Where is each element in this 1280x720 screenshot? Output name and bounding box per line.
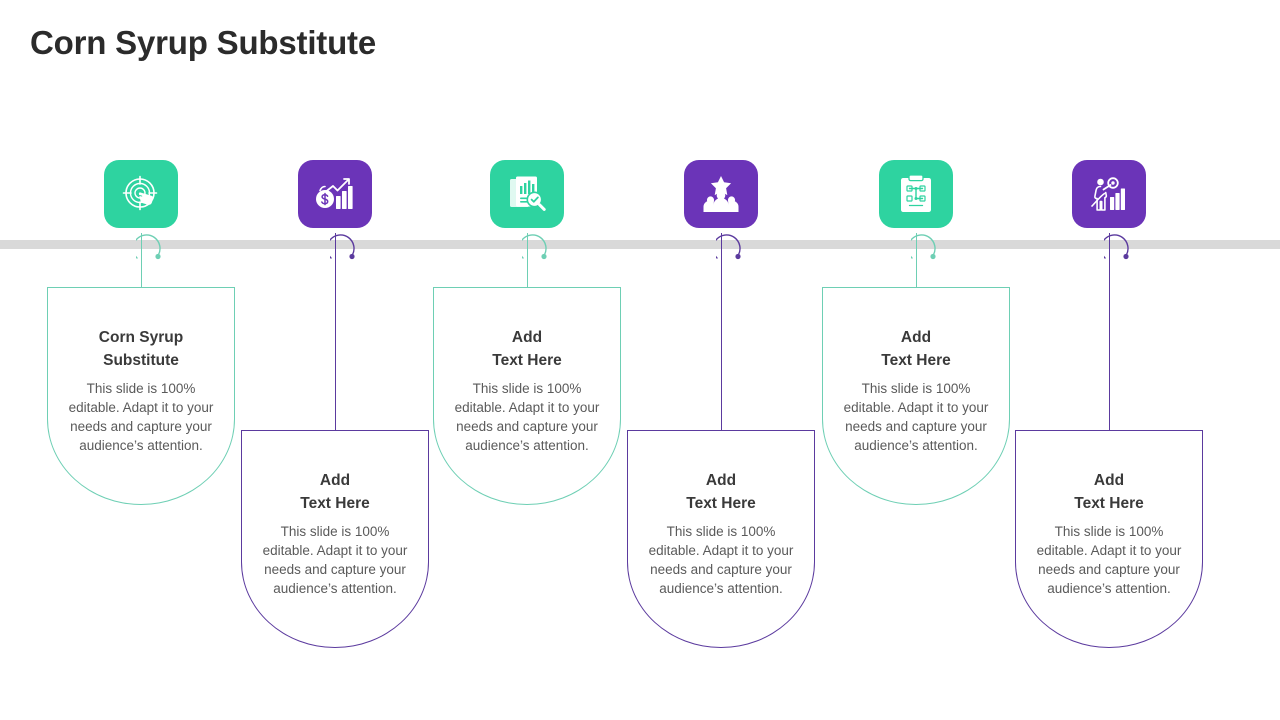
stage-6-icon-tile[interactable] bbox=[1072, 160, 1146, 228]
stage-5-body-text: This slide is 100% editable. Adapt it to… bbox=[843, 380, 989, 454]
star-team-icon bbox=[703, 176, 739, 212]
stage-1-hook-connector bbox=[136, 234, 161, 260]
stage-2-icon-tile[interactable] bbox=[298, 160, 372, 228]
stage-6-stem bbox=[1109, 233, 1110, 430]
stage-3-stem bbox=[527, 233, 528, 287]
stage-3-heading: Add Text Here bbox=[492, 329, 562, 370]
stage-5-stem bbox=[916, 233, 917, 287]
timeline-bar bbox=[0, 240, 1280, 249]
stage-4-stem bbox=[721, 233, 722, 430]
stage-6-hook-connector bbox=[1104, 234, 1129, 260]
stage-1-icon-tile[interactable] bbox=[104, 160, 178, 228]
stage-2-stem bbox=[335, 233, 336, 430]
target-click-icon bbox=[122, 175, 158, 211]
stage-1-stem bbox=[141, 233, 142, 287]
stage-6-heading: Add Text Here bbox=[1074, 472, 1144, 513]
stage-6-body-text: This slide is 100% editable. Adapt it to… bbox=[1036, 523, 1182, 597]
stage-4-icon-tile[interactable] bbox=[684, 160, 758, 228]
stage-1-body-text: This slide is 100% editable. Adapt it to… bbox=[68, 380, 214, 454]
stage-3-hook-connector bbox=[522, 234, 547, 260]
page-title: Corn Syrup Substitute bbox=[30, 24, 376, 61]
stage-3-body-text: This slide is 100% editable. Adapt it to… bbox=[454, 380, 600, 454]
stage-5-icon-tile[interactable] bbox=[879, 160, 953, 228]
report-search-icon bbox=[510, 176, 546, 211]
stage-2-heading: Add Text Here bbox=[300, 472, 370, 513]
stage-4-body-text: This slide is 100% editable. Adapt it to… bbox=[648, 523, 794, 597]
money-growth-chart-icon bbox=[316, 178, 353, 209]
stage-2-hook-connector bbox=[330, 234, 355, 260]
stage-4-heading: Add Text Here bbox=[686, 472, 756, 513]
stage-1-heading: Corn Syrup Substitute bbox=[98, 329, 184, 370]
stage-5-heading: Add Text Here bbox=[881, 329, 951, 370]
clipboard-checklist-icon bbox=[901, 174, 931, 212]
stage-4-hook-connector bbox=[716, 234, 741, 260]
stage-5-hook-connector bbox=[911, 234, 936, 260]
stage-3-icon-tile[interactable] bbox=[490, 160, 564, 228]
stage-2-body-text: This slide is 100% editable. Adapt it to… bbox=[262, 523, 408, 597]
person-goal-chart-icon bbox=[1091, 177, 1125, 211]
